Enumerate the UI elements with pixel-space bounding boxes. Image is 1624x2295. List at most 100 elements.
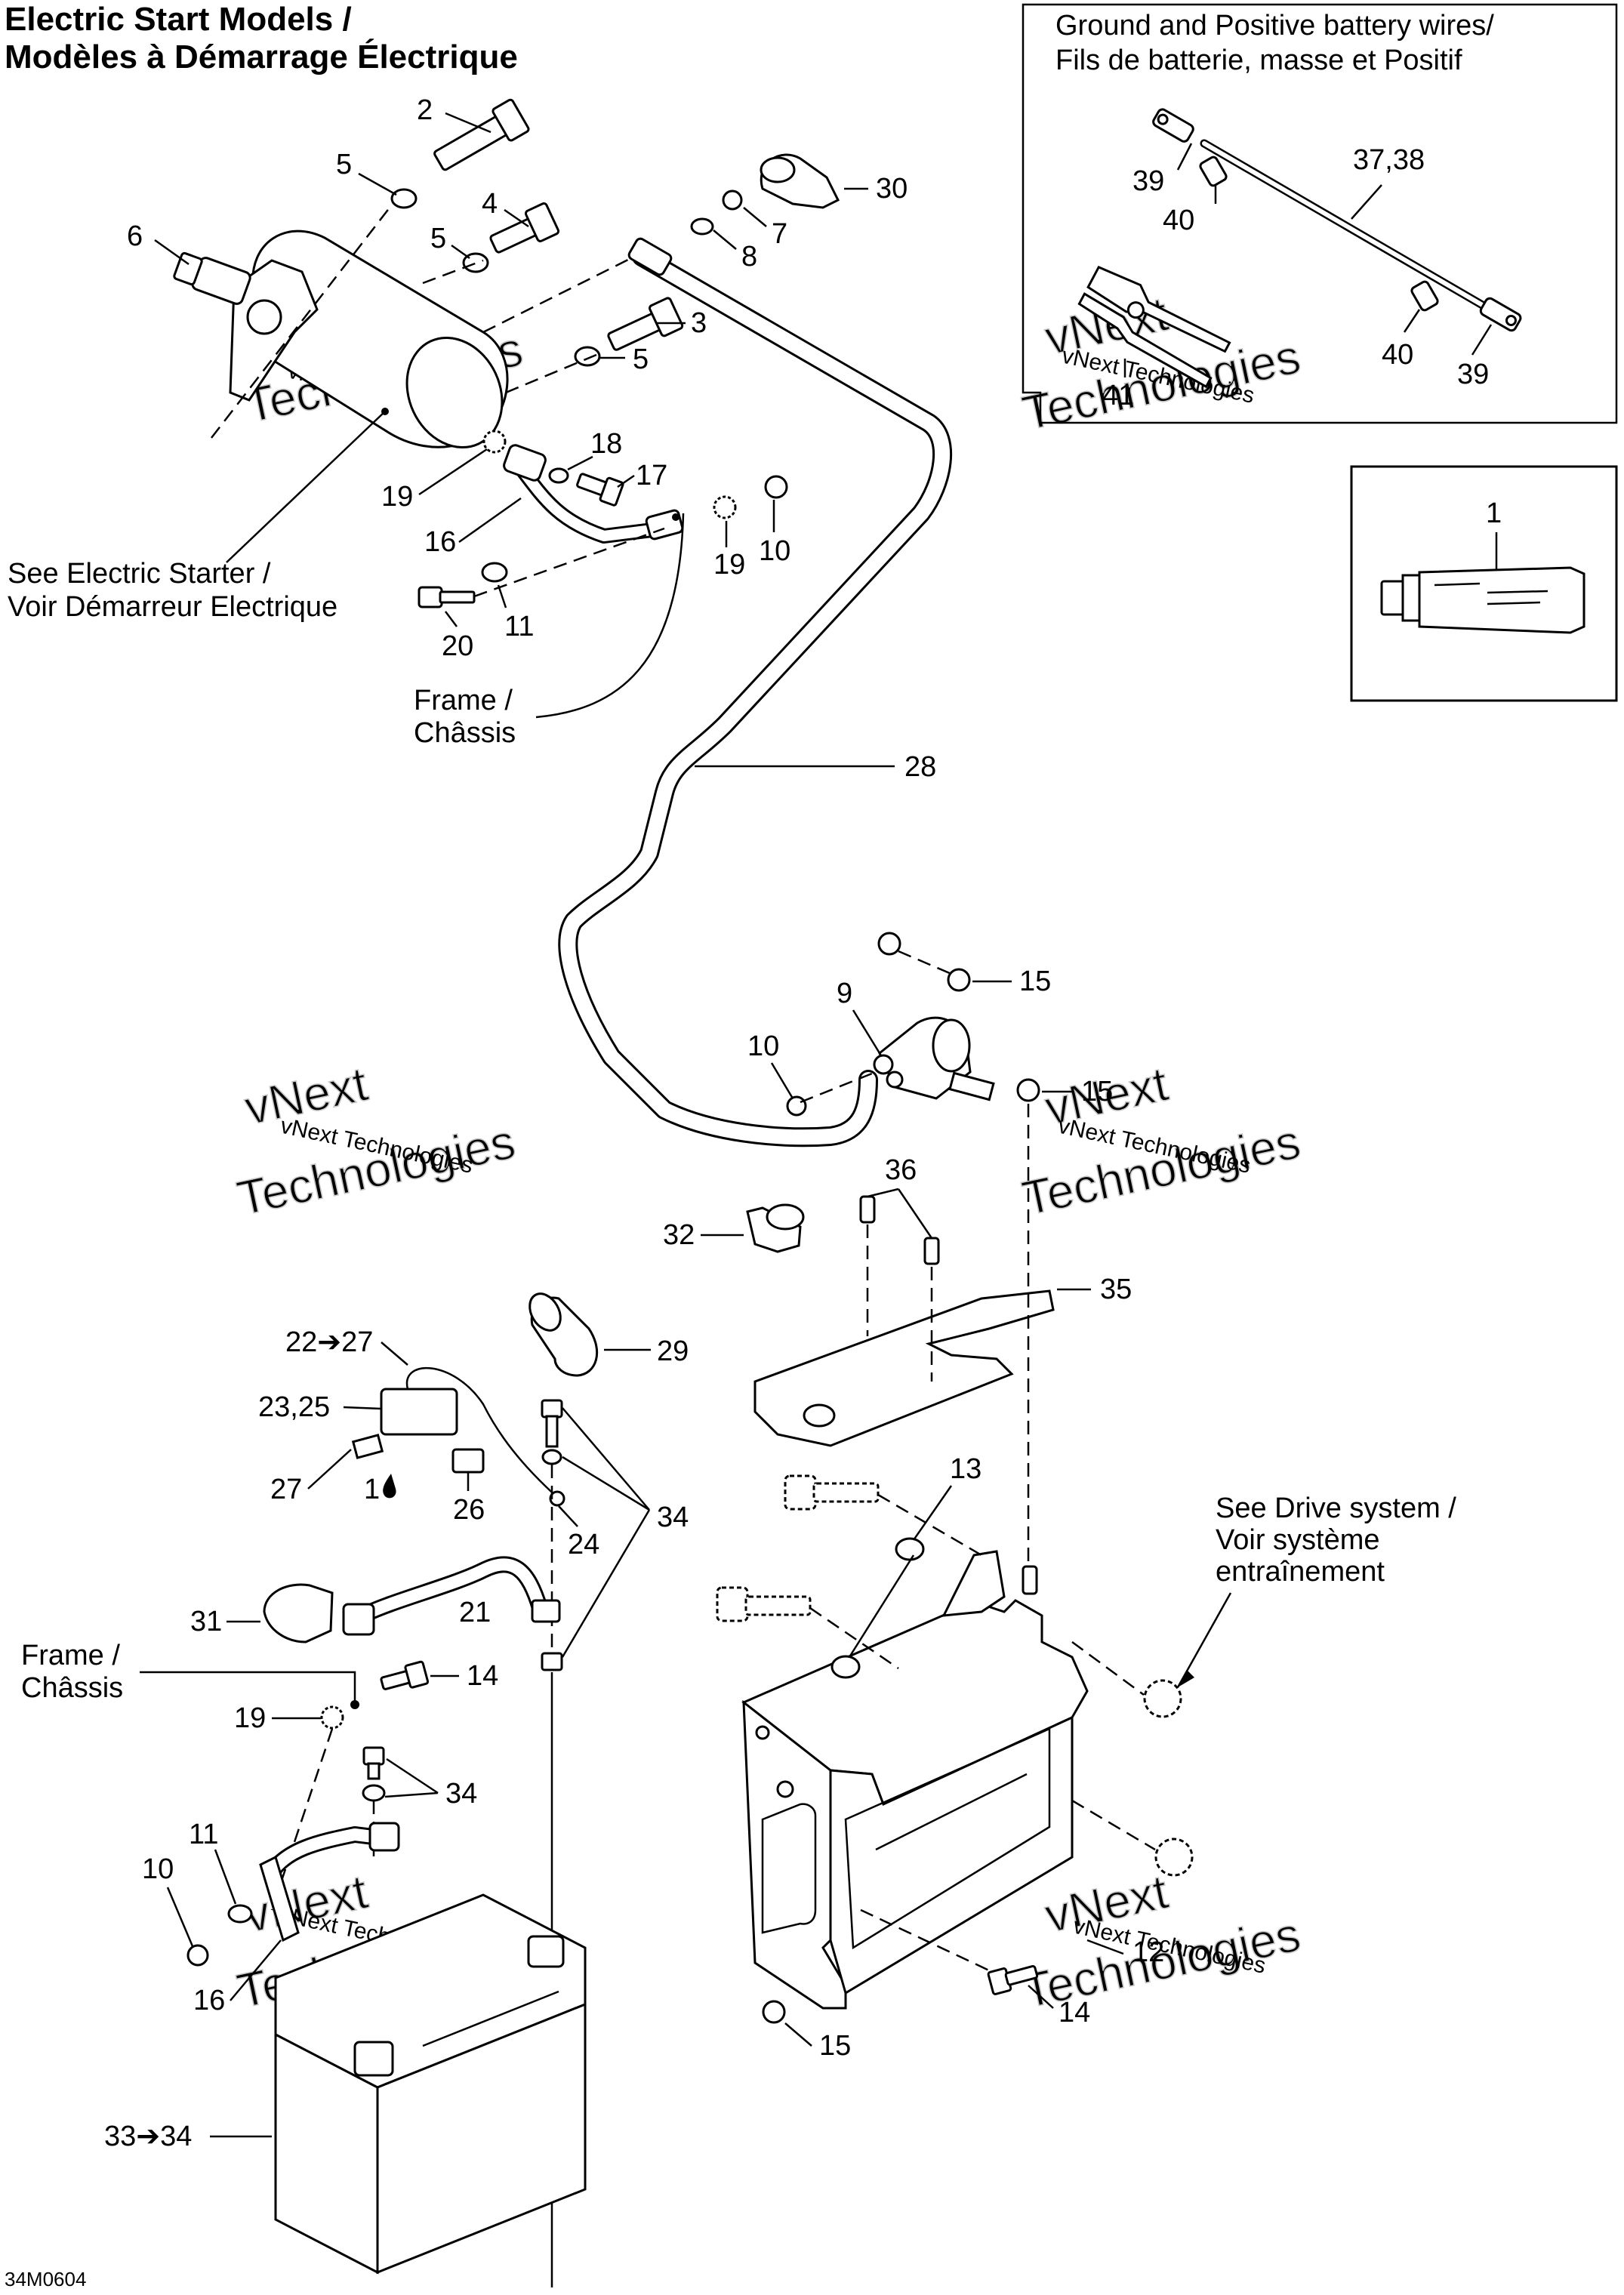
callout-31: 31 — [190, 1606, 222, 1637]
callout-33-34: 33➔34 — [104, 2121, 192, 2152]
nut-15a — [877, 932, 901, 956]
nut-10a — [764, 475, 788, 499]
callout-4: 4 — [482, 188, 498, 220]
electric-starter — [173, 230, 509, 449]
bolt-17 — [576, 473, 624, 507]
callout-20: 20 — [442, 630, 473, 662]
note-electric-starter-1: See Electric Starter / — [8, 558, 271, 590]
wire-terminal-bottom — [1479, 297, 1522, 332]
callout-32: 32 — [663, 1219, 695, 1251]
fuse-26 — [451, 1448, 485, 1474]
bolt-20 — [418, 586, 476, 608]
callout-11b: 11 — [189, 1819, 218, 1850]
washer-5c — [574, 346, 601, 367]
bolt-3 — [607, 297, 684, 351]
callout-16b: 16 — [193, 1985, 225, 2016]
callout-34a: 34 — [657, 1502, 689, 1533]
drive-nut-upper — [1143, 1679, 1182, 1718]
callout-24: 24 — [568, 1529, 599, 1560]
callout-13: 13 — [950, 1453, 981, 1485]
note-electric-starter-2: Voir Démarreur Electrique — [8, 591, 337, 623]
svg-text:Technologies: Technologies — [233, 1114, 519, 1226]
callout-19c: 19 — [234, 1702, 266, 1734]
ground-cable-21 — [342, 1556, 561, 1636]
callout-15a: 15 — [1019, 966, 1051, 997]
terminal-boot-32 — [746, 1203, 805, 1253]
callout-11a: 11 — [504, 611, 534, 642]
note-drive-1: See Drive system / — [1216, 1493, 1456, 1524]
callout-5b: 5 — [430, 223, 446, 254]
nut-10c — [186, 1944, 209, 1967]
bolt-2 — [433, 98, 530, 171]
ground-cable-16b — [259, 1822, 400, 1942]
note-drive-3: entraînement — [1216, 1556, 1385, 1588]
callout-10c: 10 — [142, 1853, 174, 1885]
callout-40-top: 40 — [1163, 205, 1194, 236]
inset-wires: Ground and Positive battery wires/ Fils … — [1022, 3, 1618, 424]
crimp-tool — [1077, 265, 1231, 389]
callout-6: 6 — [127, 220, 143, 252]
washer-8 — [690, 217, 714, 236]
callout-41: 41 — [1102, 380, 1134, 411]
ring-terminal-24 — [549, 1490, 565, 1507]
washer-11b — [227, 1904, 253, 1924]
sealant-tube-icon — [1380, 566, 1585, 634]
wire-sleeve-bottom — [1410, 280, 1439, 312]
callout-8: 8 — [741, 241, 757, 273]
callout-10b: 10 — [747, 1030, 779, 1062]
inset-wires-frame — [1022, 3, 1618, 424]
title-line2: Modèles à Démarrage Électrique — [5, 38, 518, 75]
note-frame-top-2: Châssis — [414, 717, 516, 749]
battery-33 — [274, 1893, 587, 2275]
starter-solenoid-9 — [873, 1016, 995, 1101]
spacer-36b — [923, 1237, 940, 1265]
callout-23-25: 23,25 — [258, 1391, 330, 1423]
washer-13a — [895, 1537, 925, 1561]
callout-19a: 19 — [381, 481, 413, 513]
callout-37-38: 37,38 — [1353, 144, 1425, 176]
callout-36: 36 — [885, 1154, 917, 1186]
callout-12: 12 — [1132, 1936, 1164, 1968]
callout-30: 30 — [876, 173, 908, 205]
callout-9: 9 — [837, 978, 852, 1009]
washer-11a — [481, 562, 508, 583]
callout-34b: 34 — [445, 1778, 477, 1810]
bolt-13-lower — [716, 1586, 812, 1622]
callout-39-bottom: 39 — [1457, 359, 1489, 390]
callout-14b: 14 — [1059, 1997, 1090, 2029]
inset-wires-title1: Ground and Positive battery wires/ — [1055, 10, 1494, 42]
positive-cable-28 — [558, 237, 953, 1148]
battery-terminal-neg — [353, 2041, 394, 2077]
callout-5c: 5 — [633, 343, 649, 375]
callout-27: 27 — [270, 1474, 302, 1505]
callout-35: 35 — [1100, 1274, 1132, 1305]
diagram-code: 34M0604 — [5, 2268, 86, 2290]
star-washer-19c — [320, 1705, 344, 1730]
terminal-boot-30 — [760, 153, 840, 209]
callout-1-tube: 1 — [1486, 498, 1502, 529]
callout-15b: 15 — [1081, 1076, 1113, 1107]
callout-3: 3 — [691, 307, 707, 339]
nut-15c — [762, 2000, 786, 2024]
callout-2: 2 — [417, 94, 433, 126]
battery-terminal-pos — [527, 1935, 565, 1968]
callout-16a: 16 — [424, 526, 456, 558]
wire-terminal-top — [1152, 108, 1194, 143]
bolt-14a — [380, 1660, 430, 1690]
callout-40-bottom: 40 — [1382, 339, 1413, 371]
fuse-cover-27 — [351, 1434, 384, 1459]
callout-22-27: 22➔27 — [285, 1326, 373, 1358]
washer-13b — [830, 1655, 861, 1679]
terminal-boot-31 — [263, 1583, 334, 1643]
fuse-holder-assembly — [351, 1366, 565, 1507]
sealant-drop-icon — [383, 1474, 396, 1499]
note-drive-2: Voir système — [1216, 1524, 1380, 1556]
callout-1b: 1 — [364, 1474, 380, 1505]
inset-tube: 1 — [1350, 465, 1618, 702]
bolt-14b — [987, 1964, 1039, 1995]
battery-bolt-34a — [541, 1399, 563, 1671]
washer-5a — [390, 188, 418, 209]
drive-nut-lower — [1154, 1838, 1194, 1877]
callout-29: 29 — [657, 1335, 689, 1367]
